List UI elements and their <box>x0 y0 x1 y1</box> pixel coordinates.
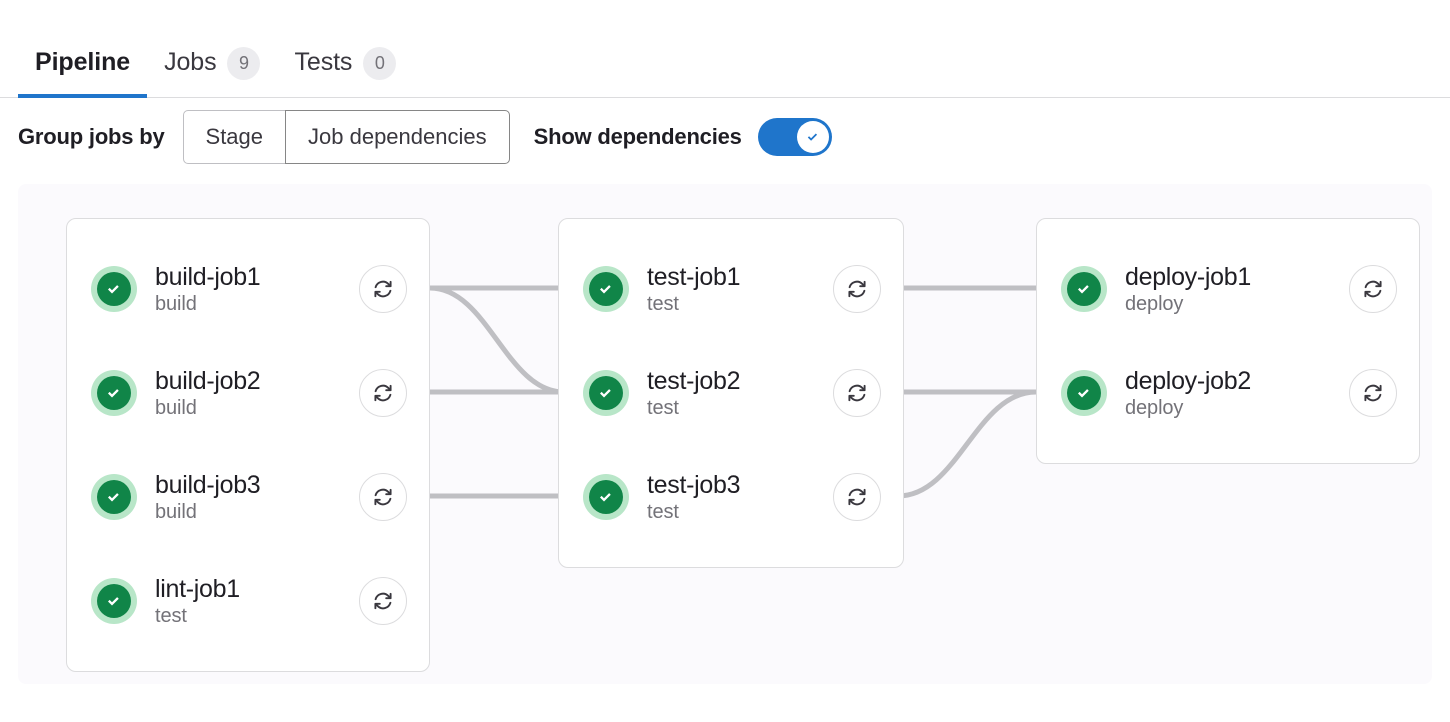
link-test-job3-deploy-job2 <box>897 389 1037 499</box>
retry-icon <box>1364 280 1382 298</box>
pipeline-controls: Group jobs by Stage Job dependencies Sho… <box>0 98 1450 176</box>
retry-icon <box>374 592 392 610</box>
job-stage: build <box>155 396 197 419</box>
status-badge-success <box>583 266 629 312</box>
job-card-lint-job1[interactable]: lint-job1 test <box>67 549 429 653</box>
job-card-build-job2[interactable]: build-job2 build <box>67 341 429 445</box>
job-name: build-job2 <box>155 366 261 395</box>
status-badge-success <box>583 370 629 416</box>
pipeline-tabbar: Pipeline Jobs 9 Tests 0 <box>0 0 1450 98</box>
job-name: test-job3 <box>647 470 741 499</box>
job-info: deploy-job1 deploy <box>1125 262 1331 317</box>
job-stage: build <box>155 292 197 315</box>
job-stage: deploy <box>1125 396 1184 419</box>
retry-icon <box>374 384 392 402</box>
job-info: build-job3 build <box>155 470 341 525</box>
tab-jobs-label: Jobs <box>164 48 217 76</box>
job-stage: test <box>647 500 679 523</box>
retry-button[interactable] <box>833 265 881 313</box>
job-info: build-job1 build <box>155 262 341 317</box>
job-info: deploy-job2 deploy <box>1125 366 1331 421</box>
check-circle-icon <box>97 480 131 514</box>
job-card-test-job1[interactable]: test-job1 test <box>559 237 903 341</box>
check-circle-icon <box>97 272 131 306</box>
status-badge-success <box>91 578 137 624</box>
check-circle-icon <box>589 272 623 306</box>
retry-icon <box>1364 384 1382 402</box>
job-name: lint-job1 <box>155 574 240 603</box>
job-info: test-job2 test <box>647 366 815 421</box>
job-card-build-job1[interactable]: build-job1 build <box>67 237 429 341</box>
link-build-job1-test-job2 <box>429 285 565 395</box>
tab-tests-label: Tests <box>294 48 353 76</box>
job-card-deploy-job2[interactable]: deploy-job2 deploy <box>1037 341 1419 445</box>
retry-button[interactable] <box>359 577 407 625</box>
pipeline-graph-container: build-job1 build <box>18 184 1432 684</box>
status-badge-success <box>1061 266 1107 312</box>
job-stage: test <box>155 604 187 627</box>
retry-button[interactable] <box>833 369 881 417</box>
job-info: test-job1 test <box>647 262 815 317</box>
check-circle-icon <box>589 376 623 410</box>
retry-icon <box>848 488 866 506</box>
job-card-test-job3[interactable]: test-job3 test <box>559 445 903 549</box>
show-dependencies-label: Show dependencies <box>533 124 742 149</box>
retry-button[interactable] <box>359 265 407 313</box>
retry-button[interactable] <box>833 473 881 521</box>
job-name: test-job1 <box>647 262 741 291</box>
retry-button[interactable] <box>1349 369 1397 417</box>
check-circle-icon <box>1067 272 1101 306</box>
check-icon <box>807 133 817 141</box>
group-jobs-by-label: Group jobs by <box>18 124 165 149</box>
job-name: deploy-job2 <box>1125 366 1251 395</box>
group-by-job-dependencies-button[interactable]: Job dependencies <box>285 110 510 164</box>
status-badge-success <box>1061 370 1107 416</box>
check-circle-icon <box>1067 376 1101 410</box>
job-name: test-job2 <box>647 366 741 395</box>
retry-icon <box>374 280 392 298</box>
job-stage: test <box>647 396 679 419</box>
job-info: test-job3 test <box>647 470 815 525</box>
tab-tests-count-badge: 0 <box>363 46 397 80</box>
retry-button[interactable] <box>359 473 407 521</box>
job-card-test-job2[interactable]: test-job2 test <box>559 341 903 445</box>
job-name: build-job3 <box>155 470 261 499</box>
toggle-knob <box>796 121 829 153</box>
job-info: build-job2 build <box>155 366 341 421</box>
status-badge-success <box>91 370 137 416</box>
check-circle-icon <box>589 480 623 514</box>
retry-icon <box>374 488 392 506</box>
status-badge-success <box>583 474 629 520</box>
tab-pipeline[interactable]: Pipeline <box>18 0 148 98</box>
tab-jobs-count-badge: 9 <box>227 46 261 80</box>
show-dependencies-toggle[interactable] <box>757 118 832 156</box>
tab-jobs[interactable]: Jobs 9 <box>147 0 277 98</box>
stage-column-1: build-job1 build <box>66 218 430 672</box>
status-badge-success <box>91 474 137 520</box>
stage-column-2: test-job1 test <box>558 218 904 568</box>
tab-tests[interactable]: Tests 0 <box>277 0 413 98</box>
show-dependencies-control: Show dependencies <box>534 118 832 156</box>
check-circle-icon <box>97 584 131 618</box>
retry-icon <box>848 280 866 298</box>
group-by-segmented-control: Stage Job dependencies <box>182 110 510 164</box>
retry-icon <box>848 384 866 402</box>
tab-pipeline-label: Pipeline <box>35 48 131 76</box>
job-stage: build <box>155 500 197 523</box>
job-name: build-job1 <box>155 262 261 291</box>
status-badge-success <box>91 266 137 312</box>
job-card-deploy-job1[interactable]: deploy-job1 deploy <box>1037 237 1419 341</box>
job-card-build-job3[interactable]: build-job3 build <box>67 445 429 549</box>
stage-column-3: deploy-job1 deploy <box>1036 218 1420 464</box>
check-circle-icon <box>97 376 131 410</box>
job-name: deploy-job1 <box>1125 262 1251 291</box>
job-stage: deploy <box>1125 292 1184 315</box>
retry-button[interactable] <box>1349 265 1397 313</box>
group-by-stage-button[interactable]: Stage <box>182 110 287 164</box>
job-info: lint-job1 test <box>155 574 341 629</box>
job-stage: test <box>647 292 679 315</box>
retry-button[interactable] <box>359 369 407 417</box>
